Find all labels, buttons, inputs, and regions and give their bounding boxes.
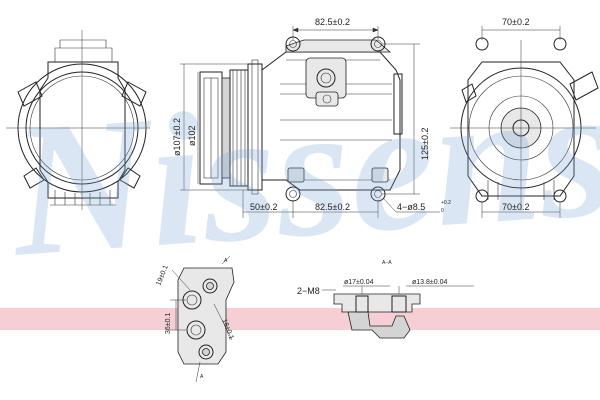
port-dim-spacing: 16±0.1	[220, 318, 235, 341]
section-dim-thread: 2−M8	[297, 286, 320, 296]
side-dim-mount-holes-tol-upper: +0.2	[441, 200, 451, 206]
section-label: A−A	[382, 260, 392, 266]
rear-dim-top-width: 70±0.2	[502, 17, 529, 27]
port-dim-width: 19±0.1	[155, 264, 170, 287]
section-view	[322, 285, 474, 339]
side-dim-mount-holes: 4−ø8.5	[397, 202, 425, 212]
port-marker-a-bottom: A	[200, 374, 204, 380]
side-dim-mount-holes-tol-lower: 0	[441, 208, 444, 214]
side-view	[180, 26, 440, 218]
section-dim-port-small: ø17±0.04	[344, 279, 374, 286]
front-view	[6, 30, 150, 210]
side-dim-bottom-width: 82.5±0.2	[315, 202, 350, 212]
port-marker-a-top: A	[224, 258, 228, 264]
port-dim-height: 36±0.1	[165, 313, 172, 334]
watermark-text: Nissens	[3, 45, 600, 297]
side-dim-pulley-dia: ø107±0.2	[172, 118, 182, 156]
highlight-band	[0, 308, 600, 330]
rear-view	[450, 26, 599, 218]
side-dim-height: 125±0.2	[420, 128, 430, 160]
side-dim-top-width: 82.5±0.2	[315, 17, 350, 27]
side-dim-offset: 50±0.2	[250, 202, 277, 212]
port-detail-view	[170, 255, 235, 383]
section-dim-port-large: ø13.8±0.04	[412, 279, 447, 286]
side-dim-clutch-dia: ø102	[187, 125, 197, 146]
rear-dim-bottom-width: 70±0.2	[502, 202, 529, 212]
